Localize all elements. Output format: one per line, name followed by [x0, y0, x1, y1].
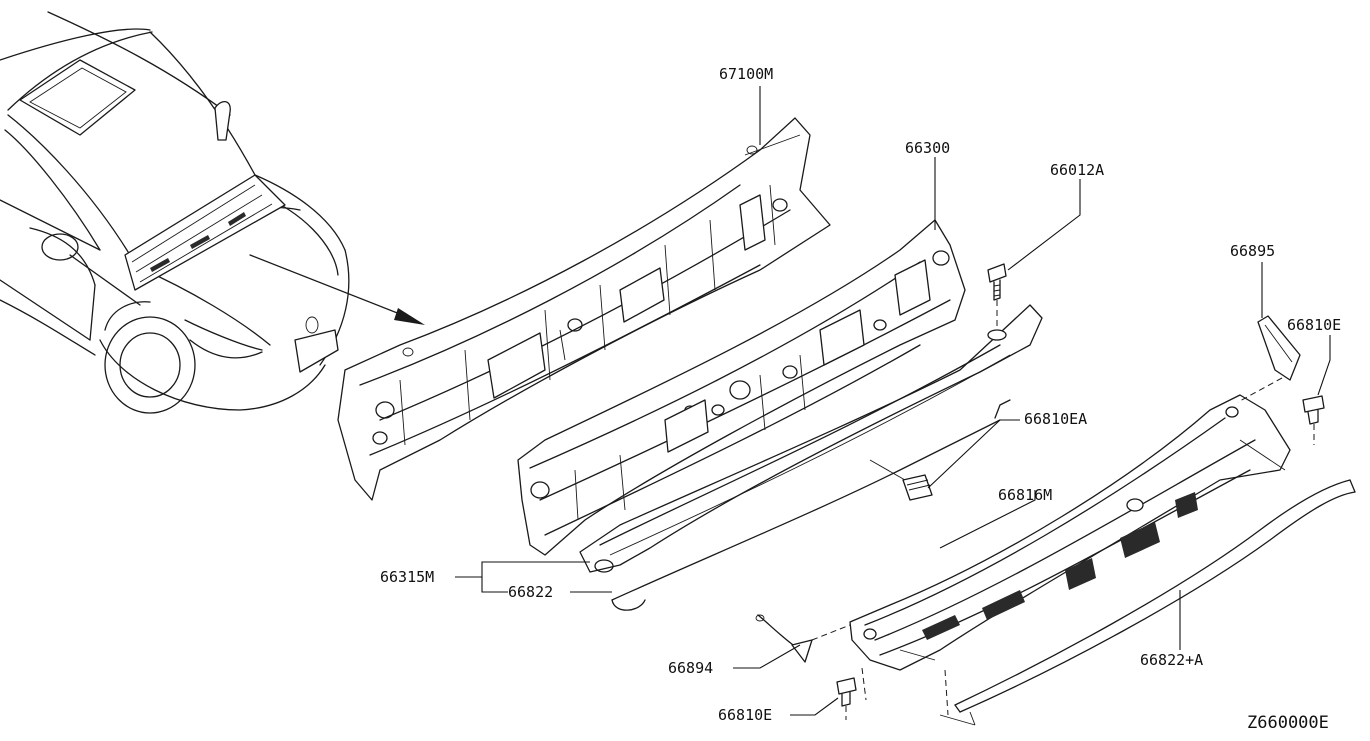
- part-labels: 67100M 66300 66012A 66895 66810E 66810EA…: [380, 65, 1341, 733]
- part-cowl-top: [337, 117, 831, 501]
- part-cowl-panel: [517, 219, 966, 556]
- label-66822: 66822: [508, 583, 553, 601]
- label-66810EA: 66810EA: [1024, 410, 1087, 428]
- part-clip-right: [1302, 395, 1325, 445]
- label-66894: 66894: [668, 659, 713, 677]
- part-seal-right: [1237, 315, 1301, 403]
- part-cowl-grille: [849, 394, 1291, 671]
- label-66315M: 66315M: [380, 568, 434, 586]
- part-seal-rear: [954, 479, 1356, 713]
- label-66810E-left: 66810E: [718, 706, 772, 724]
- part-clip-left: [836, 667, 976, 726]
- part-bolt: [987, 263, 1007, 341]
- grille-openings: [922, 492, 1198, 640]
- figure-code: Z660000E: [1247, 713, 1329, 733]
- label-67100M: 67100M: [719, 65, 773, 83]
- label-66816M: 66816M: [998, 486, 1052, 504]
- label-66012A: 66012A: [1050, 161, 1104, 179]
- label-66895: 66895: [1230, 242, 1275, 260]
- vehicle-illustration: [0, 11, 425, 414]
- label-66810E-right: 66810E: [1287, 316, 1341, 334]
- part-cowl-assy-seal: [579, 304, 1043, 611]
- part-seal-left: [755, 614, 851, 663]
- leader-lines: [455, 86, 1331, 716]
- label-66822A: 66822+A: [1140, 651, 1203, 669]
- label-66300: 66300: [905, 139, 950, 157]
